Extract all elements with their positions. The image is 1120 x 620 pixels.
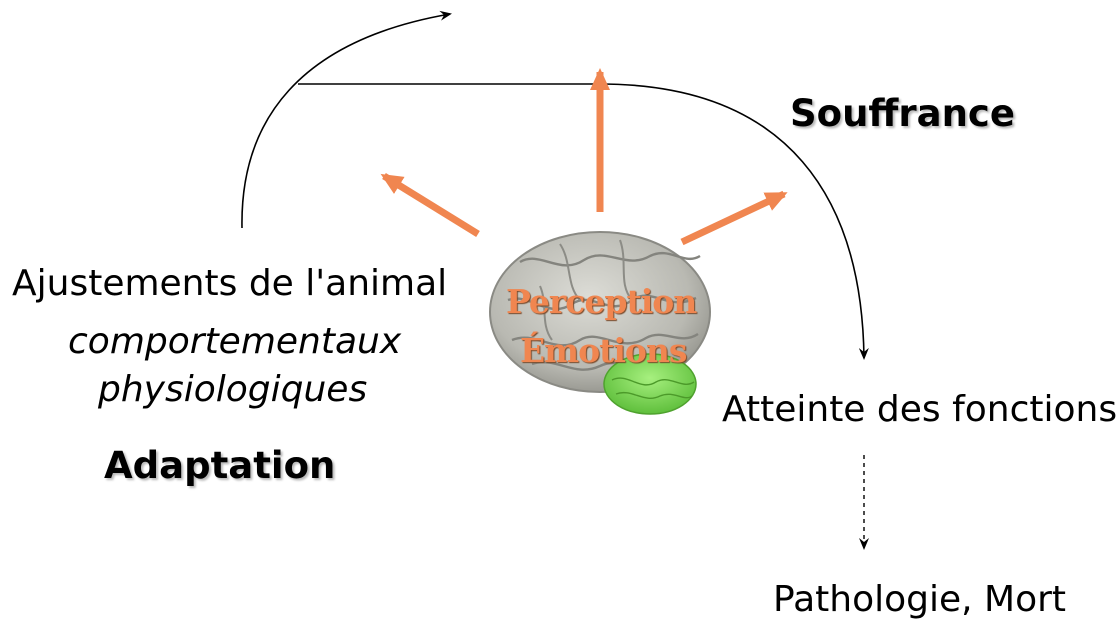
pathologie-label: Pathologie, Mort <box>773 582 1066 618</box>
souffrance-label: Souffrance <box>790 95 1015 132</box>
atteinte-label: Atteinte des fonctions <box>722 392 1117 428</box>
orange-arrow-left <box>384 176 478 234</box>
orange-arrow-right <box>682 194 784 242</box>
comportementaux-label: comportementaux <box>68 324 401 360</box>
physiologiques-label: physiologiques <box>98 372 367 408</box>
brain-emotions-label: Émotions <box>520 334 686 367</box>
adaptation-label: Adaptation <box>104 447 335 484</box>
brain-perception-label: Perception <box>506 285 696 318</box>
brain-icon <box>490 232 710 414</box>
ajustements-label: Ajustements de l'animal <box>12 266 447 302</box>
